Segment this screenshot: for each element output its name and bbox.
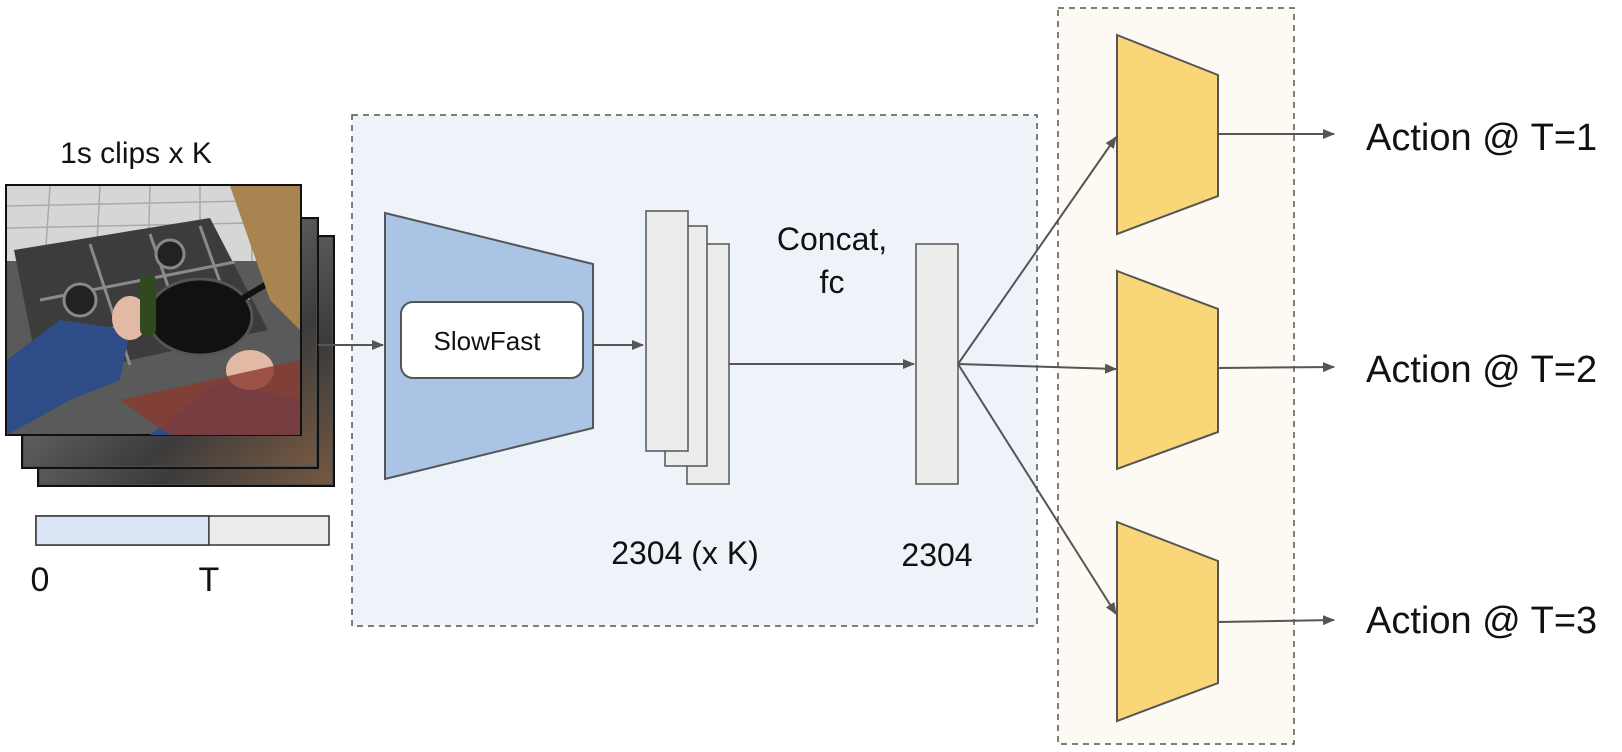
output-label-2: Action @ T=2 bbox=[1366, 349, 1597, 391]
clips-label: 1s clips x K bbox=[60, 137, 212, 170]
concat-dim-label: 2304 bbox=[901, 537, 972, 573]
edge-concat-to-head-1 bbox=[957, 136, 1117, 365]
edge-concat-to-head-3 bbox=[957, 363, 1117, 615]
clip-feature-bar bbox=[645, 210, 689, 452]
kitchen-video-frame-icon bbox=[5, 184, 302, 436]
edge-head-2-to-output bbox=[1217, 362, 1335, 373]
concat-feature-bar bbox=[915, 243, 959, 485]
clip-feature-dim-label: 2304 (x K) bbox=[611, 535, 759, 571]
timeline-start-label: 0 bbox=[31, 561, 50, 599]
concat-label-line2: fc bbox=[820, 264, 845, 300]
clip-feature-stack bbox=[645, 210, 730, 485]
timeline-observed-segment bbox=[35, 515, 210, 546]
edge-head-3-to-output bbox=[1217, 615, 1335, 626]
slowfast-box bbox=[400, 301, 584, 379]
slowfast-label: SlowFast bbox=[434, 326, 542, 356]
video-frames-stack bbox=[5, 184, 335, 487]
concat-label-line1: Concat, bbox=[777, 221, 887, 257]
prediction-head-2 bbox=[1116, 269, 1219, 471]
output-label-1: Action @ T=1 bbox=[1366, 117, 1597, 159]
prediction-head-1 bbox=[1116, 33, 1219, 236]
prediction-head-3 bbox=[1116, 520, 1219, 723]
timeline-mark-label: T bbox=[199, 561, 220, 599]
output-label-3: Action @ T=3 bbox=[1366, 600, 1597, 642]
timeline-bar: 0 T bbox=[31, 515, 330, 599]
edge-concat-to-head-2 bbox=[957, 363, 1117, 374]
